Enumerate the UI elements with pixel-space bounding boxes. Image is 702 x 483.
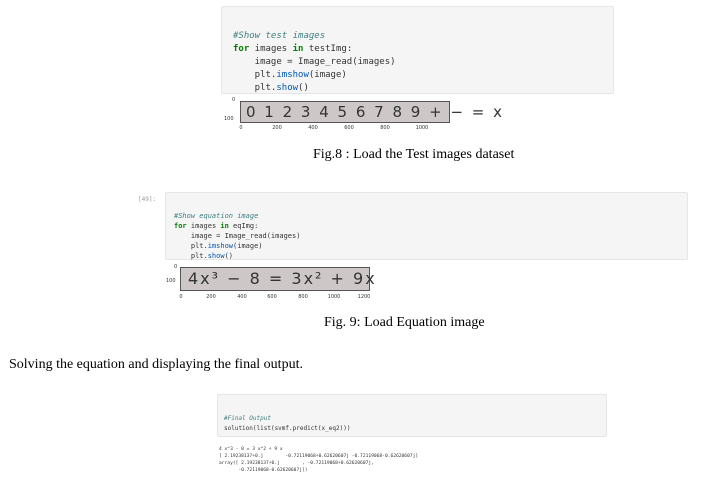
output-line: [ 2.19238137+0.j -0.72119068+0.62620607j… [219, 454, 419, 459]
code-cell-test-images[interactable] [221, 6, 614, 94]
code-line: #Show test images for images in testImg:… [233, 17, 396, 95]
code-imshow: plt.imshow(image) [233, 70, 347, 80]
x-tick: 800 [298, 294, 308, 300]
x-tick: 600 [344, 125, 354, 131]
output-line: array([ 2.19238137+0.j , -0.72119068+0.6… [219, 461, 374, 466]
x-tick: 200 [272, 125, 282, 131]
test-images-plot [240, 101, 450, 123]
code-show: plt.show() [174, 252, 234, 260]
code-for-loop: for images in testImg: [233, 44, 353, 54]
y-tick-0: 0 [232, 97, 236, 103]
x-tick: 400 [237, 294, 247, 300]
code-cell-equation-image[interactable] [165, 192, 688, 260]
test-images-handwritten: 0 1 2 3 4 5 6 7 8 9 + − = x [246, 103, 505, 121]
code-imshow: plt.imshow(image) [174, 242, 263, 250]
code-solution-call: solution(list(svmf.predict(x_eq2))) [224, 425, 351, 432]
figure-caption-8: Fig.8 : Load the Test images dataset [313, 147, 515, 162]
cell-output: 4 x^3 - 8 = 3 x^2 + 9 x [ 2.19238137+0.j… [219, 439, 418, 474]
figure-caption-9: Fig. 9: Load Equation image [324, 315, 485, 330]
x-tick: 0 [179, 294, 183, 300]
equation-plot [180, 267, 370, 291]
code-cell-final-output[interactable] [217, 394, 607, 437]
x-tick: 600 [267, 294, 277, 300]
code-line: #Show equation image for images in eqImg… [174, 201, 300, 261]
x-tick: 1000 [327, 294, 341, 300]
code-line: #Final Output solution(list(svmf.predict… [224, 404, 350, 434]
output-line: -0.72119068-0.62620607j]) [219, 468, 308, 473]
comment-final-output: #Final Output [224, 415, 271, 422]
comment-show-test-images: #Show test images [233, 31, 326, 41]
x-tick: 400 [308, 125, 318, 131]
code-for-loop: for images in eqImg: [174, 222, 259, 230]
code-image-read: image = Image_read(images) [233, 57, 396, 67]
x-tick: 200 [206, 294, 216, 300]
cell-prompt: [49]: [138, 196, 157, 203]
x-tick: 0 [239, 125, 243, 131]
code-show: plt.show() [233, 83, 309, 93]
x-tick: 1000 [415, 125, 429, 131]
comment-show-equation-image: #Show equation image [174, 212, 259, 220]
y-tick-100: 100 [166, 278, 176, 284]
code-image-read: image = Image_read(images) [174, 232, 301, 240]
y-tick-0: 0 [174, 264, 178, 270]
x-tick: 1200 [357, 294, 371, 300]
x-tick: 800 [380, 125, 390, 131]
y-tick-100: 100 [224, 116, 234, 122]
equation-handwritten: 4x³ − 8 = 3x² + 9x [188, 269, 377, 288]
body-paragraph: Solving the equation and displaying the … [9, 357, 303, 372]
output-line: 4 x^3 - 8 = 3 x^2 + 9 x [219, 447, 283, 452]
